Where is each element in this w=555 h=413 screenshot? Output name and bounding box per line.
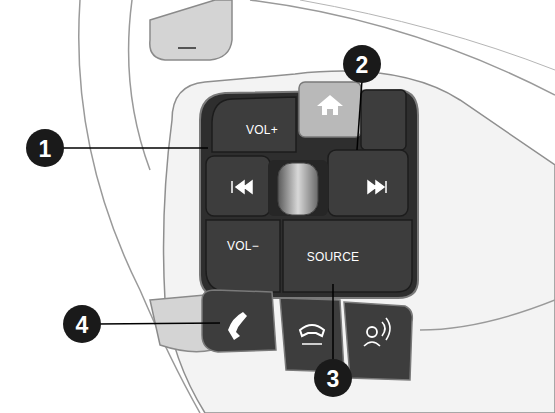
button (361, 90, 406, 150)
callout-disc (314, 359, 352, 397)
paddle-mark (178, 47, 196, 49)
hangup-icon (302, 343, 322, 345)
callout-number: 2 (356, 54, 369, 77)
callout-disc (63, 305, 101, 343)
voice-button (344, 302, 412, 380)
spoke-panel (164, 71, 555, 413)
spoke-edge (420, 300, 555, 330)
wheel-rim (300, 0, 555, 70)
leader-line (357, 80, 362, 150)
callout-number: 3 (327, 368, 340, 391)
pickup-button (202, 290, 276, 352)
source-button (283, 220, 412, 292)
callout-disc (26, 129, 64, 167)
hangup-icon (300, 325, 324, 336)
pickup-icon (228, 312, 247, 340)
leader-line (60, 147, 208, 149)
button-label: SOURCE (307, 251, 360, 263)
vol-up-button (212, 97, 296, 152)
callout-disc (343, 45, 381, 83)
skip-back-icon (232, 181, 252, 193)
button-label: VOL+ (246, 124, 278, 136)
button-label: VOL− (227, 240, 259, 252)
callout-number: 1 (39, 138, 52, 161)
voice-icon (364, 318, 390, 346)
skip-back-button (206, 156, 270, 216)
skip-forward-button (328, 150, 408, 216)
home-icon (317, 95, 343, 115)
leader-line (332, 284, 334, 363)
paddle-shifter (150, 0, 232, 60)
callout-number: 4 (76, 314, 89, 337)
thumbwheel (278, 163, 318, 215)
thumbwheel-well (268, 160, 328, 216)
home-button (299, 82, 361, 137)
voice-icon (367, 327, 377, 337)
skip-forward-icon (368, 181, 386, 193)
vol-down-button (206, 220, 280, 292)
wheel-rim (129, 0, 150, 170)
leader-line (97, 323, 220, 324)
